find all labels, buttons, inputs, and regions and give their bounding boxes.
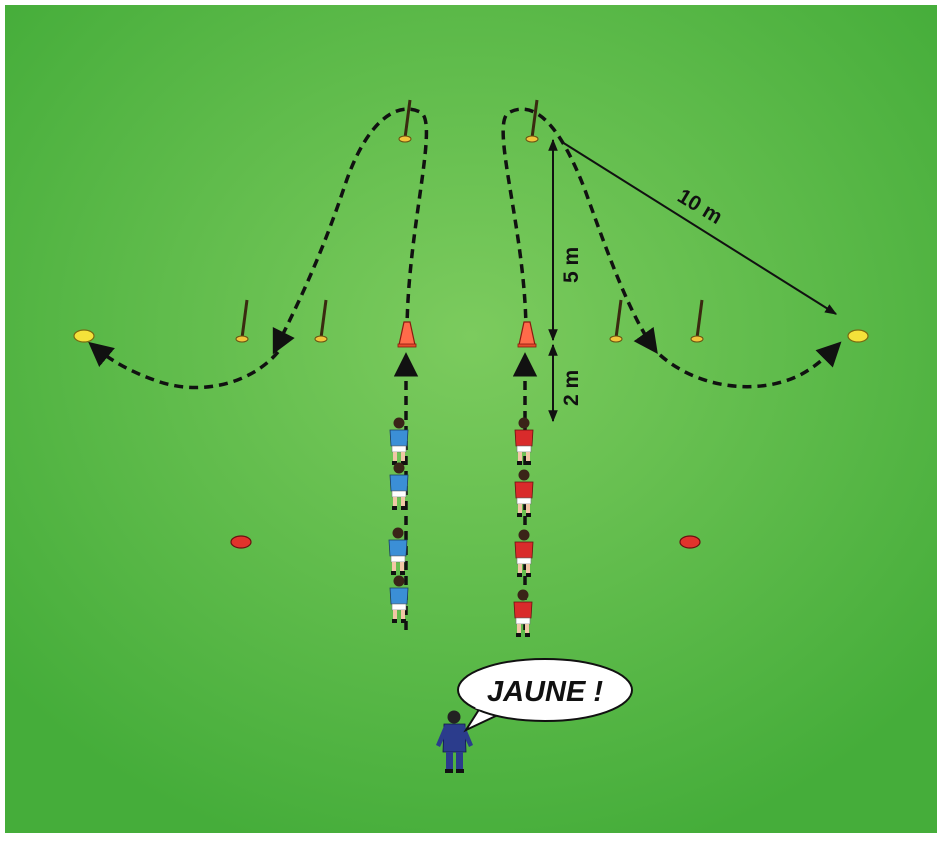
disc-marker-icon <box>680 536 700 548</box>
field-background <box>5 5 937 833</box>
disc-marker-icon <box>74 330 94 342</box>
callout-text: JAUNE ! <box>487 676 603 708</box>
disc-marker-icon <box>231 536 251 548</box>
disc-marker-icon <box>848 330 868 342</box>
measure-5m-label: 5 m <box>560 247 583 283</box>
measure-2m-label: 2 m <box>560 370 583 406</box>
